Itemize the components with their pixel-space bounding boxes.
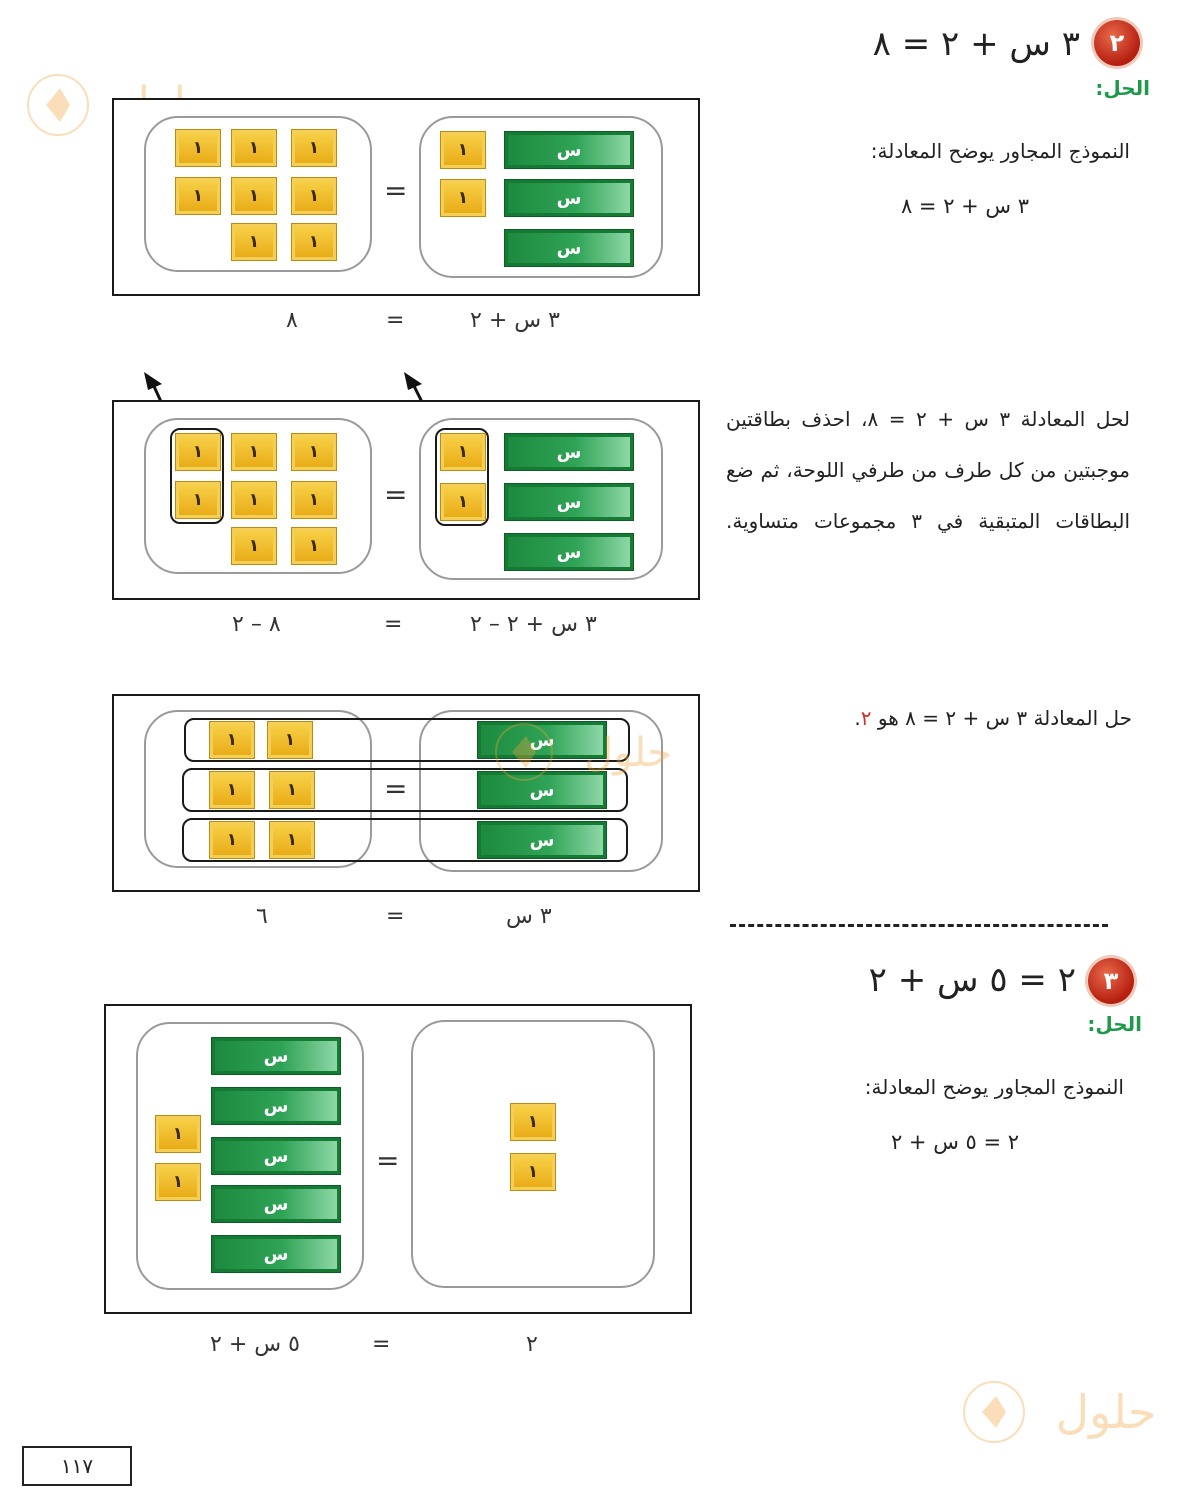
x-tile: س	[211, 1185, 341, 1223]
equals-sign: =	[384, 174, 408, 207]
answer-value: ٢	[860, 706, 872, 730]
unit-tile: ١	[291, 129, 337, 167]
board-right-side: ١ ١	[411, 1020, 655, 1288]
unit-tile: ١	[175, 177, 221, 215]
x-tile: س	[504, 179, 634, 217]
svg-text:حلول: حلول	[1056, 1385, 1157, 1440]
intro-equation: ٢ = ٥ س + ٢	[890, 1130, 1020, 1154]
algebra-tiles-board-2: ١ ١ ١ ١ ١ ١ ١ ١ = ١ ١ س س س	[112, 400, 700, 600]
x-tile: س	[211, 1137, 341, 1175]
board-left-side: ١ ١ ١ ١ ١ ١ ١ ١	[144, 418, 372, 574]
watermark-logo-icon: حلول	[495, 723, 672, 781]
unit-tile: ١	[175, 481, 221, 519]
unit-tile: ١	[209, 771, 255, 809]
unit-tile: ١	[440, 433, 486, 471]
model-right-label: ٣ س + ٢ – ٢	[470, 612, 597, 637]
algebra-tiles-board-3: ١ ١ ١ ١ ١ ١ = س س س حلول	[112, 694, 700, 892]
equals-sign: =	[376, 1144, 400, 1177]
question-number-badge: ٣	[1088, 958, 1134, 1004]
model-right-label: ٢	[526, 1332, 538, 1357]
x-tile: س	[504, 131, 634, 169]
unit-tile: ١	[267, 721, 313, 759]
x-tile: س	[504, 433, 634, 471]
equals-sign: =	[384, 478, 408, 511]
model-left-label: ٨	[286, 308, 298, 333]
intro-text: النموذج المجاور يوضح المعادلة:	[864, 1075, 1124, 1099]
x-tile: س	[211, 1037, 341, 1075]
model-equals: =	[386, 308, 405, 333]
unit-tile: ١	[440, 131, 486, 169]
unit-tile: ١	[155, 1115, 201, 1153]
solution-label: الحل:	[1087, 1012, 1142, 1036]
unit-tile: ١	[291, 527, 337, 565]
unit-tile: ١	[175, 433, 221, 471]
unit-tile: ١	[231, 177, 277, 215]
unit-tile: ١	[510, 1153, 556, 1191]
x-tile: س	[211, 1235, 341, 1273]
answer-line: حل المعادلة ٣ س + ٢ = ٨ هو ٢.	[740, 706, 1132, 730]
unit-tile: ١	[231, 527, 277, 565]
unit-tile: ١	[209, 821, 255, 859]
algebra-tiles-board-4: ١ ١ س س س س س = ١ ١	[104, 1004, 692, 1314]
model-left-label: ٨ – ٢	[232, 612, 281, 637]
model-equals: =	[384, 612, 403, 637]
question-equation: ٣ س + ٢ = ٨	[872, 24, 1080, 64]
board-right-side: ١ ١ س س س	[419, 116, 663, 278]
unit-tile: ١	[291, 177, 337, 215]
unit-tile: ١	[231, 129, 277, 167]
unit-tile: ١	[269, 771, 315, 809]
unit-tile: ١	[231, 433, 277, 471]
model-equals: =	[386, 904, 405, 929]
unit-tile: ١	[291, 223, 337, 261]
x-tile: س	[504, 229, 634, 267]
watermark-logo: حلول	[960, 1370, 1170, 1450]
x-tile: س	[477, 821, 607, 859]
answer-suffix: .	[854, 706, 861, 730]
equal-group-outline	[182, 818, 628, 862]
answer-prefix: حل المعادلة ٣ س + ٢ = ٨ هو	[877, 706, 1132, 730]
page-number: ١١٧	[22, 1446, 132, 1486]
algebra-tiles-board-1: ١ ١ ١ ١ ١ ١ ١ ١ = ١ ١ س س س	[112, 98, 700, 296]
x-tile: س	[477, 771, 607, 809]
x-tile: س	[477, 721, 607, 759]
unit-tile: ١	[510, 1103, 556, 1141]
unit-tile: ١	[440, 483, 486, 521]
x-tile: س	[504, 483, 634, 521]
solution-label: الحل:	[1095, 76, 1150, 100]
unit-tile: ١	[291, 481, 337, 519]
unit-tile: ١	[231, 223, 277, 261]
model-equals: =	[372, 1332, 391, 1357]
svg-text:حلول: حلول	[584, 730, 672, 776]
board-left-side: ١ ١ س س س س س	[136, 1022, 364, 1290]
model-right-label: ٣ س	[506, 904, 552, 929]
unit-tile: ١	[291, 433, 337, 471]
watermark-logo-icon: حلول	[963, 1381, 1157, 1443]
x-tile: س	[211, 1087, 341, 1125]
model-left-label: ٦	[256, 904, 268, 929]
board-left-side: ١ ١ ١ ١ ١ ١ ١ ١	[144, 116, 372, 272]
x-tile: س	[504, 533, 634, 571]
model-right-label: ٣ س + ٢	[470, 308, 560, 333]
unit-tile: ١	[209, 721, 255, 759]
equal-group-outline	[184, 718, 630, 762]
unit-tile: ١	[440, 179, 486, 217]
removed-tiles-outline	[170, 428, 224, 524]
question-number-badge: ٢	[1094, 20, 1140, 66]
intro-equation: ٣ س + ٢ = ٨	[900, 194, 1030, 218]
removed-tiles-outline	[435, 428, 489, 526]
unit-tile: ١	[155, 1163, 201, 1201]
board-right-side: ١ ١ س س س	[419, 418, 663, 580]
intro-text: النموذج المجاور يوضح المعادلة:	[870, 139, 1130, 163]
step-text: لحل المعادلة ٣ س + ٢ = ٨، احذف بطاقتين م…	[726, 407, 1130, 533]
equal-group-outline	[182, 768, 628, 812]
model-left-label: ٥ س + ٢	[210, 1332, 300, 1357]
unit-tile: ١	[175, 129, 221, 167]
equals-sign: =	[384, 772, 408, 805]
question-equation: ٢ = ٥ س + ٢	[868, 960, 1076, 1000]
unit-tile: ١	[231, 481, 277, 519]
unit-tile: ١	[269, 821, 315, 859]
section-divider	[730, 924, 1108, 927]
